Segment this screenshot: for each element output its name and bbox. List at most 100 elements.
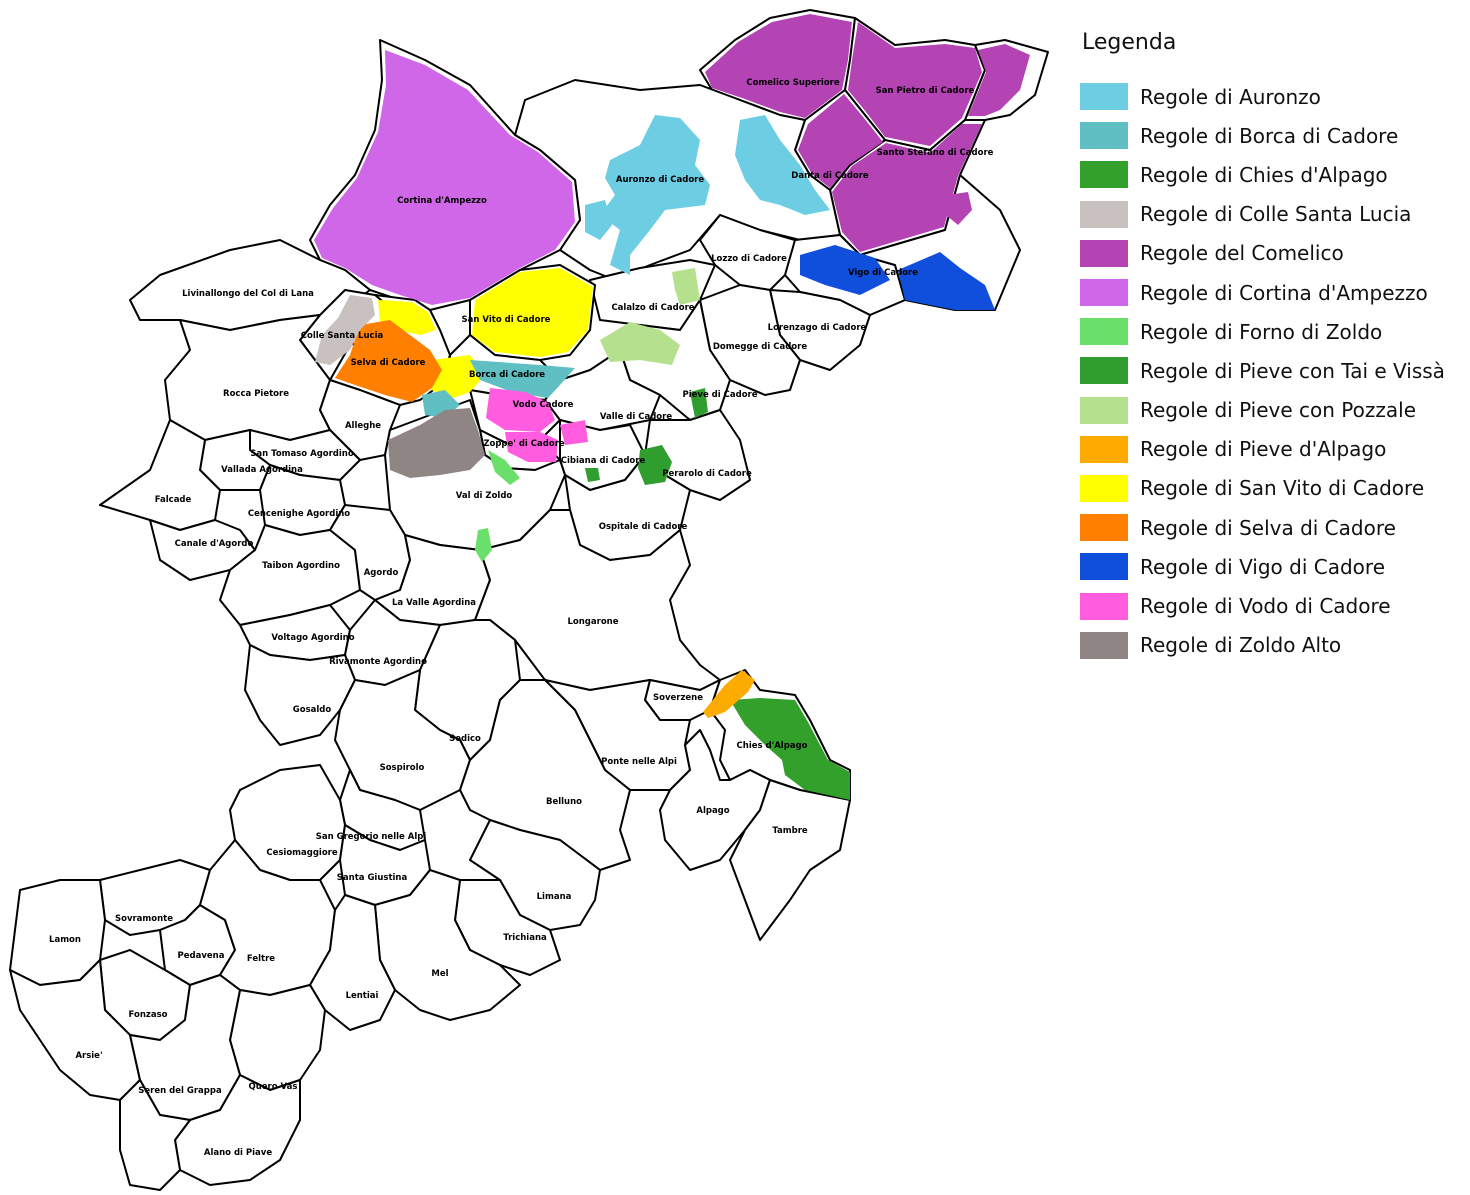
municipality-south-tail <box>119 1079 191 1191</box>
legend-swatch <box>1080 396 1128 424</box>
legend-swatch <box>1080 200 1128 228</box>
legend-item: Regole del Comelico <box>1080 234 1465 273</box>
zone-chies-alpago <box>730 698 850 800</box>
zone-auronzo-c <box>585 200 612 240</box>
municipality-label: Limana <box>537 892 572 902</box>
zone-forno-b <box>475 528 492 562</box>
municipality-label: Cencenighe Agordino <box>248 509 350 519</box>
municipality-label: Lamon <box>49 935 81 945</box>
legend-item: Regole di Borca di Cadore <box>1080 116 1465 155</box>
municipality-label: Soverzene <box>653 693 703 703</box>
municipality-label: Vodo Cadore <box>513 400 574 410</box>
municipality-cesiomaggiore <box>229 764 346 881</box>
municipality-label: Fonzaso <box>129 1010 168 1020</box>
municipality-label: Alleghe <box>345 421 381 431</box>
zone-pozzale-a <box>600 322 680 365</box>
legend-swatch <box>1080 318 1128 346</box>
municipality-label: Cortina d'Ampezzo <box>397 196 487 206</box>
municipality-label: Taibon Agordino <box>262 561 340 571</box>
municipality-label: Belluno <box>546 797 582 807</box>
municipality-label: Sedico <box>449 734 481 744</box>
municipality-label: Cesiomaggiore <box>266 848 338 858</box>
municipality-label: Valle di Cadore <box>600 412 672 422</box>
zone-vodo-c <box>560 420 588 445</box>
municipality-belluno <box>459 679 631 871</box>
legend-swatch <box>1080 514 1128 542</box>
municipality-limana <box>469 819 601 931</box>
municipality-label: Alano di Piave <box>204 1148 272 1158</box>
zone-forno-a <box>488 450 520 485</box>
municipality-label: San Tomaso Agordino <box>250 449 354 459</box>
legend-label: Regole di Pieve con Tai e Vissà <box>1140 358 1445 383</box>
legend-swatch <box>1080 279 1128 307</box>
legend-label: Regole di Pieve d'Alpago <box>1140 437 1387 462</box>
municipality-label: Danta di Cadore <box>791 171 869 181</box>
municipality-label: Lorenzago di Cadore <box>768 323 867 333</box>
legend-item: Regole di Pieve con Tai e Vissà <box>1080 351 1465 390</box>
municipality-label: San Pietro di Cadore <box>876 86 975 96</box>
municipality-label: Pieve di Cadore <box>683 390 758 400</box>
municipality-label: Domegge di Cadore <box>713 342 807 352</box>
zone-vigo <box>898 252 995 310</box>
municipality-label: Sovramonte <box>115 914 173 924</box>
zone-comelico-a <box>705 14 852 118</box>
zone-comelico-b <box>848 22 982 146</box>
municipality-label: Lozzo di Cadore <box>711 254 787 264</box>
zone-comelico-f <box>946 192 972 225</box>
zone-vodo-b <box>505 432 558 462</box>
municipality-label: Voltago Agordino <box>271 633 354 643</box>
municipality-label: Trichiana <box>503 933 547 943</box>
zone-pozzale-b <box>672 268 700 305</box>
municipality-label: Perarolo di Cadore <box>662 469 752 479</box>
legend-swatch <box>1080 239 1128 267</box>
legend-label: Regole di Vigo di Cadore <box>1140 554 1385 579</box>
municipality-falcade <box>99 419 221 531</box>
municipality-label: Auronzo di Cadore <box>616 175 705 185</box>
municipality-label: Gosaldo <box>293 705 332 715</box>
legend-swatch <box>1080 357 1128 385</box>
legend-label: Regole di San Vito di Cadore <box>1140 476 1425 501</box>
municipality-label: Agordo <box>364 568 399 578</box>
legend-label: Regole di Cortina d'Ampezzo <box>1140 280 1428 305</box>
municipality-label: San Gregorio nelle Alpi <box>316 832 427 842</box>
municipality-label: Cibiana di Cadore <box>561 456 646 466</box>
legend-item: Regole di Zoldo Alto <box>1080 626 1465 665</box>
legend-item: Regole di Auronzo <box>1080 77 1465 116</box>
municipality-label: Selva di Cadore <box>351 358 426 368</box>
zone-pieve-tai-c <box>585 468 600 482</box>
municipality-label: Livinallongo del Col di Lana <box>182 289 314 299</box>
legend-swatch <box>1080 553 1128 581</box>
legend-label: Regole di Colle Santa Lucia <box>1140 202 1412 227</box>
legend-swatch <box>1080 83 1128 111</box>
municipality-label: Ospitale di Cadore <box>599 522 688 532</box>
municipality-tambre <box>729 779 851 941</box>
legend-item: Regole di Cortina d'Ampezzo <box>1080 273 1465 312</box>
municipality-lentiai <box>309 894 396 1031</box>
municipality-label: Tambre <box>772 826 808 836</box>
municipality-label: Val di Zoldo <box>456 491 513 501</box>
zone-vigo-b <box>800 245 890 295</box>
zone-borca <box>470 360 575 398</box>
municipality-label: Feltre <box>247 954 275 964</box>
zone-pieve-tai-a <box>638 445 672 485</box>
legend-swatch <box>1080 474 1128 502</box>
municipality-label: Zoppe' di Cadore <box>483 439 565 449</box>
zone-auronzo-b <box>735 115 830 215</box>
zone-san-vito-c <box>432 355 485 400</box>
legend-label: Regole di Zoldo Alto <box>1140 633 1342 658</box>
municipality-label: La Valle Agordina <box>392 598 476 608</box>
legend-item: Regole di Selva di Cadore <box>1080 508 1465 547</box>
zone-comelico-c <box>968 44 1030 116</box>
municipality-label: Falcade <box>155 495 192 505</box>
legend-item: Regole di Vigo di Cadore <box>1080 547 1465 586</box>
legend-swatch <box>1080 631 1128 659</box>
municipality-label: Santa Giustina <box>337 873 408 883</box>
municipality-label: Vigo di Cadore <box>848 268 918 278</box>
legend-label: Regole di Chies d'Alpago <box>1140 162 1388 187</box>
municipality-label: Rocca Pietore <box>223 389 289 399</box>
municipality-label: Alpago <box>696 806 729 816</box>
